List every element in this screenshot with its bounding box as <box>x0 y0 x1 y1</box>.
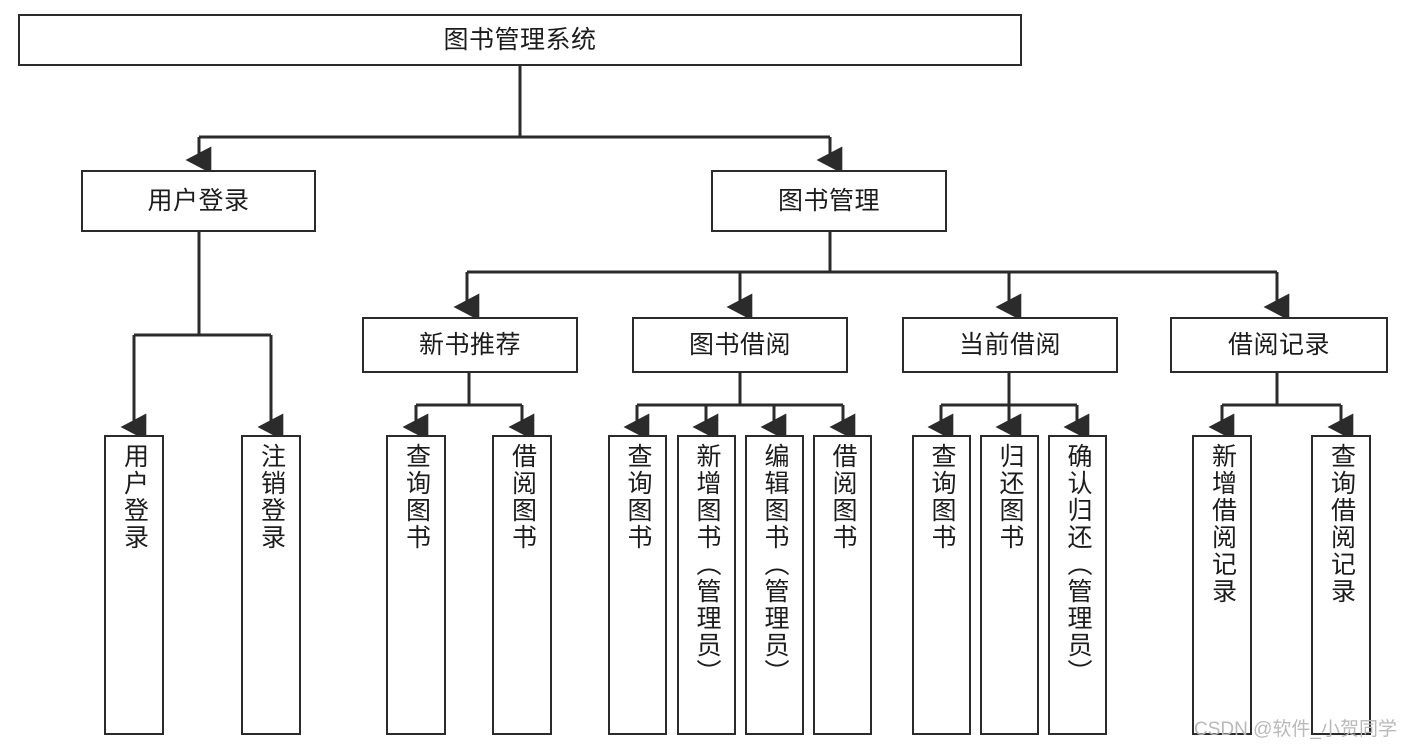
node-label: 注销登录 <box>257 443 286 551</box>
node-label: 新增借阅记录 <box>1208 443 1237 605</box>
leaf-book-borrow-borrow[interactable]: 借阅图书 <box>813 435 872 735</box>
node-label: 用户登录 <box>120 443 149 551</box>
node-label: 查询图书 <box>928 443 956 551</box>
leaf-new-book-borrow[interactable]: 借阅图书 <box>492 435 552 735</box>
node-label: 借阅记录 <box>1227 330 1330 359</box>
leaf-book-borrow-add[interactable]: 新增图书（管理员） <box>677 435 736 735</box>
node-book-borrow[interactable]: 图书借阅 <box>632 317 848 373</box>
node-label: 新书推荐 <box>418 330 521 359</box>
node-label: 图书借阅 <box>688 330 791 359</box>
node-label: 用户登录 <box>147 186 250 215</box>
node-user-login[interactable]: 用户登录 <box>81 170 316 232</box>
node-label: 编辑图书（管理员） <box>761 443 789 686</box>
node-label: 借阅图书 <box>508 443 537 551</box>
node-label: 归还图书 <box>996 443 1024 551</box>
leaf-borrow-record-add[interactable]: 新增借阅记录 <box>1192 435 1252 735</box>
node-label: 查询图书 <box>624 443 652 551</box>
leaf-book-borrow-edit[interactable]: 编辑图书（管理员） <box>745 435 804 735</box>
node-label: 确认归还（管理员） <box>1064 443 1092 686</box>
leaf-current-borrow-query[interactable]: 查询图书 <box>912 435 971 735</box>
watermark: CSDN @软件_小贺同学 <box>1194 719 1397 740</box>
node-book-management[interactable]: 图书管理 <box>711 170 947 232</box>
leaf-borrow-record-query[interactable]: 查询借阅记录 <box>1311 435 1371 735</box>
leaf-user-login-logout[interactable]: 注销登录 <box>241 435 301 735</box>
node-borrow-record[interactable]: 借阅记录 <box>1170 317 1388 373</box>
node-label: 图书管理系统 <box>443 25 597 54</box>
node-label: 新增图书（管理员） <box>693 443 721 686</box>
node-label: 图书管理 <box>777 186 880 215</box>
leaf-current-borrow-return[interactable]: 归还图书 <box>980 435 1039 735</box>
node-label: 当前借阅 <box>958 330 1061 359</box>
leaf-new-book-query[interactable]: 查询图书 <box>386 435 446 735</box>
leaf-user-login-login[interactable]: 用户登录 <box>104 435 164 735</box>
leaf-current-borrow-confirm-return[interactable]: 确认归还（管理员） <box>1048 435 1107 735</box>
node-new-book-recommend[interactable]: 新书推荐 <box>362 317 578 373</box>
node-label: 借阅图书 <box>829 443 857 551</box>
node-root-book-management-system[interactable]: 图书管理系统 <box>18 14 1022 66</box>
node-current-borrow[interactable]: 当前借阅 <box>902 317 1118 373</box>
node-label: 查询借阅记录 <box>1327 443 1356 605</box>
leaf-book-borrow-query[interactable]: 查询图书 <box>608 435 667 735</box>
node-label: 查询图书 <box>402 443 431 551</box>
